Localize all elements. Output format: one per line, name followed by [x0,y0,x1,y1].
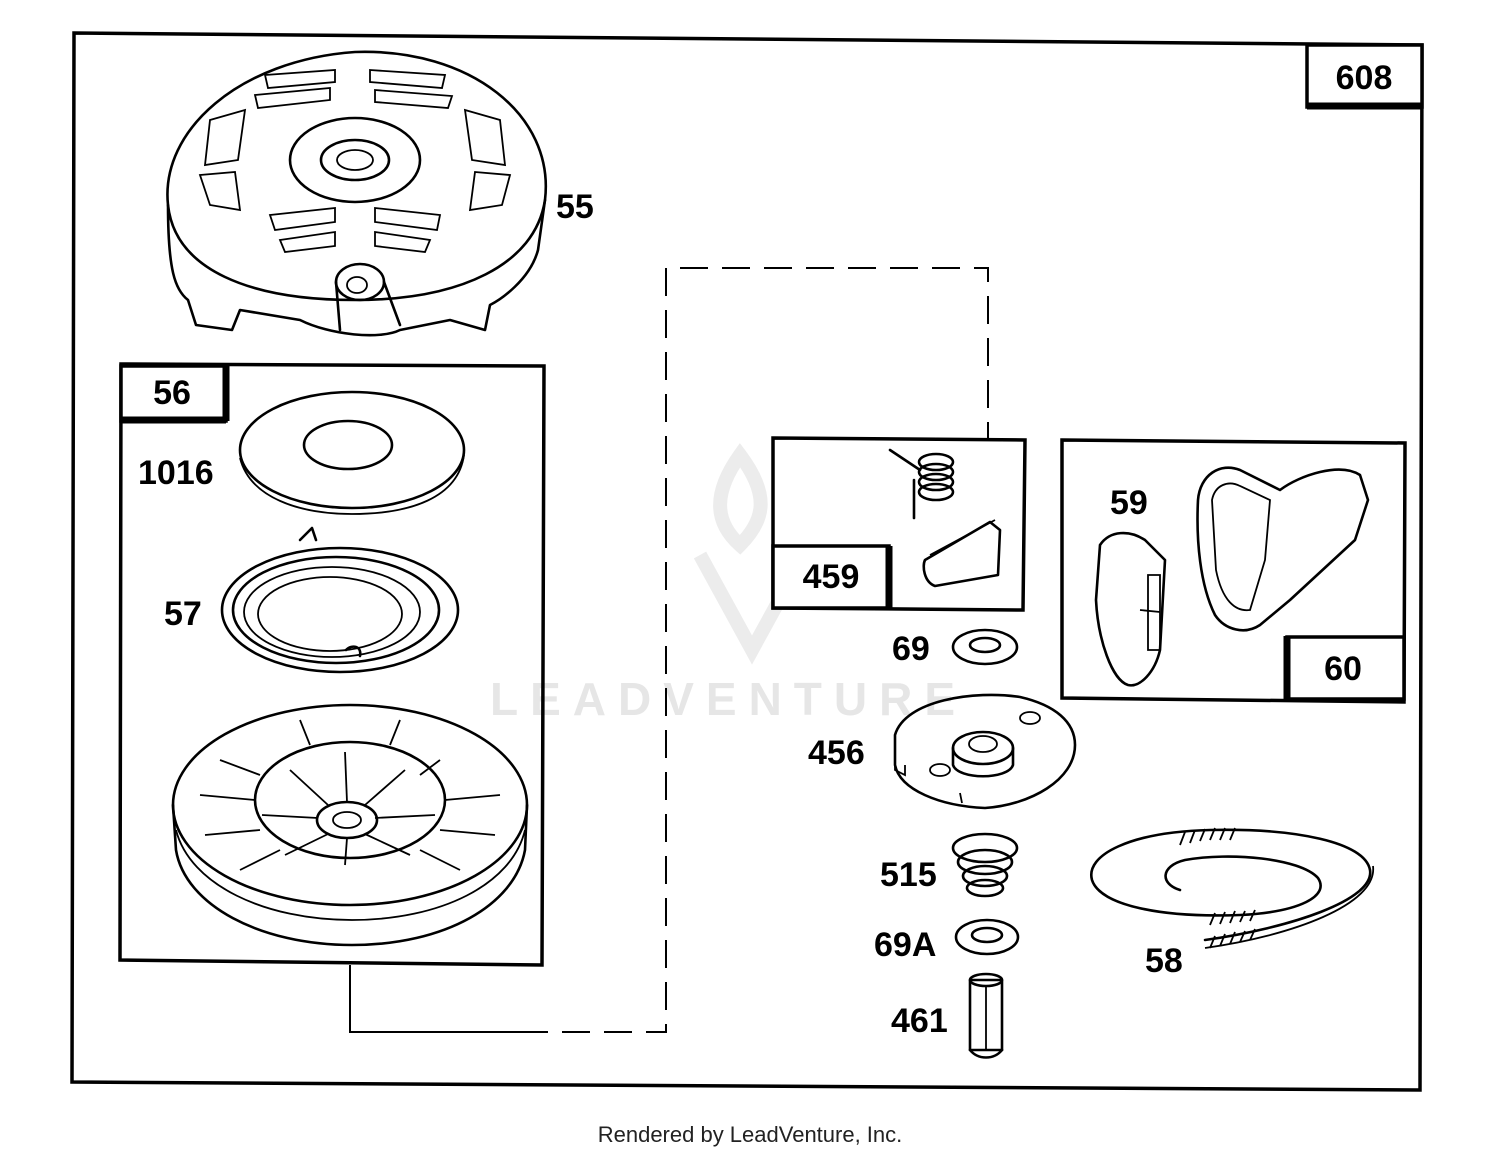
callout-58: 58 [1145,942,1183,980]
starter-rope-58 [1090,827,1374,949]
callout-69: 69 [892,630,930,668]
footer-credit: Rendered by LeadVenture, Inc. [597,1122,903,1147]
callout-56: 56 [153,374,191,412]
washer-69a [954,918,1020,956]
callout-1016: 1016 [138,454,214,492]
assembly-frame: 608 [70,31,1424,1092]
callout-459: 459 [803,558,860,596]
washer-69 [951,628,1019,666]
dashed-connector [520,267,989,1033]
watermark: LEADVENTURE [490,443,967,725]
callout-55: 55 [556,188,594,226]
assembly-number-box [1305,43,1424,109]
subassembly-56-frame: 56 [118,362,546,967]
rewind-spring-57 [220,526,460,674]
pawl-spring [888,448,955,520]
pin-461 [968,972,1004,1059]
starter-handle-insert [1094,531,1167,687]
callout-456: 456 [808,734,865,772]
pawl [922,519,1002,588]
callout-57: 57 [164,595,202,633]
washer-1016 [238,390,466,515]
leader-56 [349,965,520,1033]
subassembly-459: 459 [771,436,1027,612]
assembly-number: 608 [1336,59,1393,97]
watermark-text: LEADVENTURE [490,673,967,725]
starter-pulley [171,703,529,947]
retainer-456 [893,693,1077,810]
callout-60: 60 [1324,650,1362,688]
starter-handle [1196,466,1370,632]
callout-69a: 69A [874,926,936,964]
subassembly-60: 60 59 [1060,438,1407,704]
callout-59: 59 [1110,484,1148,522]
starter-housing [166,50,548,337]
spring-515 [951,832,1019,898]
callout-461: 461 [891,1002,948,1040]
callout-515: 515 [880,856,937,894]
